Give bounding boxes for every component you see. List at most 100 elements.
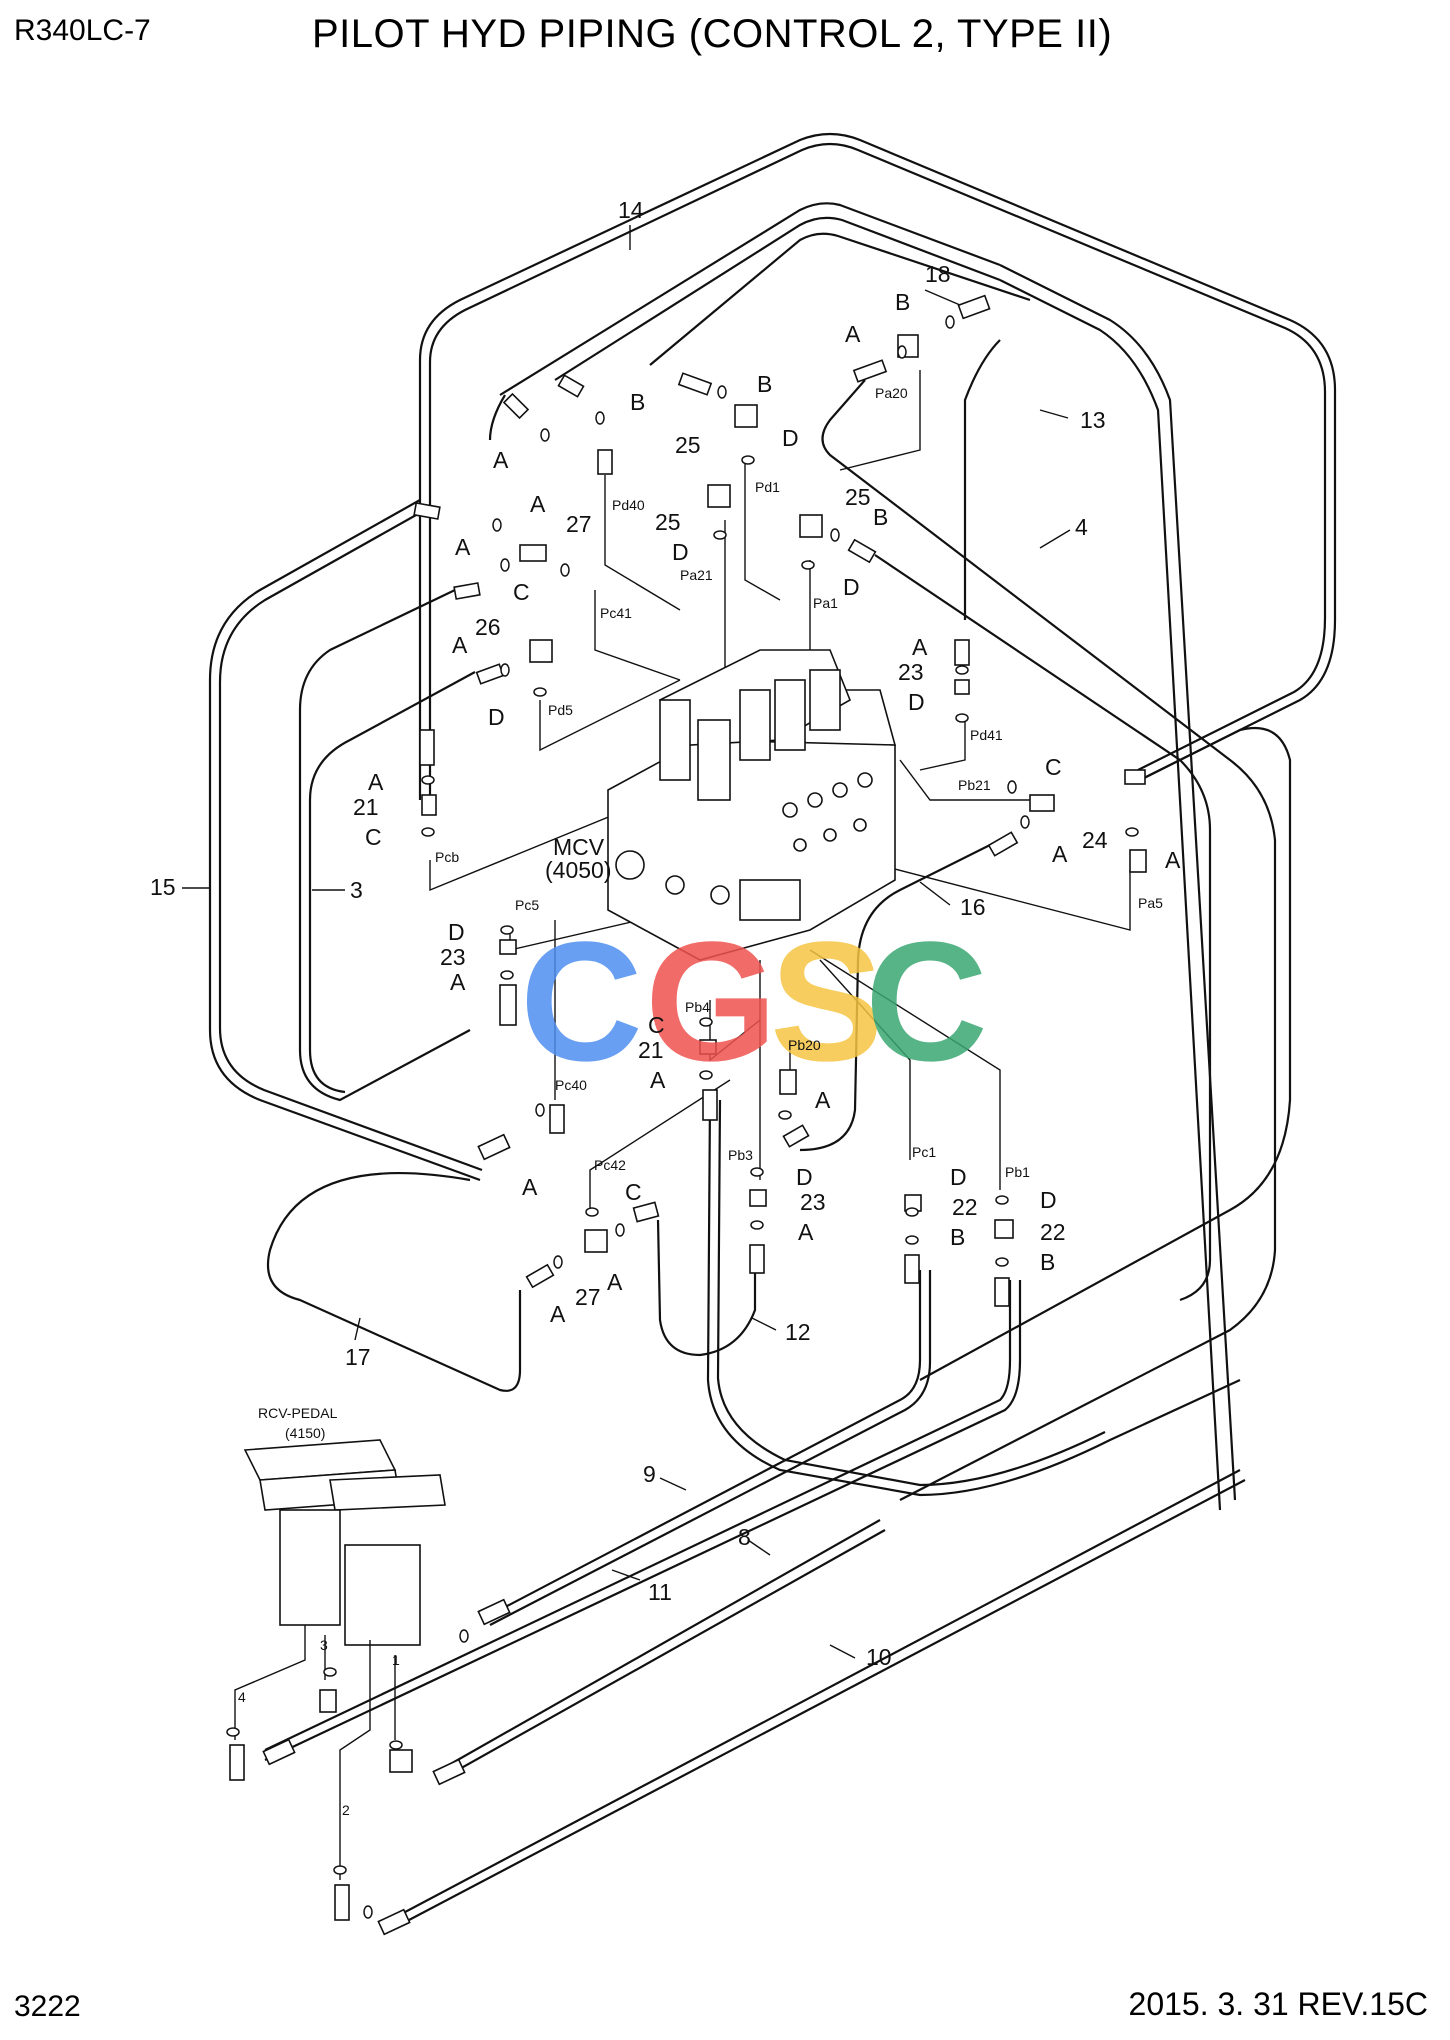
callout: 21 [353,794,379,820]
port-label: Pcb [435,849,459,865]
watermark-letter: G [645,907,777,1097]
watermark-letter: S [770,907,883,1097]
callout: C [513,579,530,605]
callout: D [908,689,925,715]
callout: A [450,969,466,995]
callout: 14 [618,197,644,223]
callout: 3 [350,877,363,903]
port-label: Pd5 [548,702,573,718]
mcv-label-line2: (4050) [545,857,611,883]
mcv-valve-block [607,649,897,961]
callout: B [757,371,772,397]
callout: B [950,1224,965,1250]
callout: B [895,289,910,315]
callout: A [530,491,546,517]
callout: 17 [345,1344,371,1370]
callout-labels: 14 18 B A B B 25 D 13 A A 27 A C 25 D 25… [150,197,1181,1670]
port-label: Pd40 [612,497,645,513]
callout: C [625,1179,642,1205]
port-label: Pa21 [680,567,713,583]
port-label: Pc41 [600,605,632,621]
callout: D [672,539,689,565]
page-title: PILOT HYD PIPING (CONTROL 2, TYPE II) [312,12,1113,56]
callout: A [1052,841,1068,867]
callout: 15 [150,874,176,900]
callout: D [796,1164,813,1190]
port-label: Pb20 [788,1037,821,1053]
callout: 24 [1082,827,1108,853]
callout: 27 [566,511,592,537]
callout: 4 [1075,514,1088,540]
callout: 12 [785,1319,811,1345]
callout: 16 [960,894,986,920]
port-label: Pc42 [594,1157,626,1173]
callout: A [650,1067,666,1093]
fittings [229,294,1147,1936]
callout: A [1165,847,1181,873]
callout: D [782,425,799,451]
callout: C [1045,754,1062,780]
mcv-label-line1: MCV [553,834,605,860]
port-label: Pb3 [728,1147,753,1163]
port-label: Pa5 [1138,895,1163,911]
model-code: R340LC-7 [14,14,151,47]
callout: 26 [475,614,501,640]
callout: C [365,824,382,850]
port-label: 4 [238,1689,246,1705]
callout: A [798,1219,814,1245]
callout: 10 [866,1644,892,1670]
port-label: 3 [320,1637,328,1653]
callout: A [452,632,468,658]
callout: 27 [575,1284,601,1310]
callout: 23 [800,1189,826,1215]
watermark-letter: C [520,907,643,1097]
callout: D [488,704,505,730]
port-labels: Pa20 Pd40 Pd1 Pa21 Pc41 Pa1 Pd5 Pd41 Pb2… [238,385,1163,1818]
callout: C [648,1012,665,1038]
callout: B [1040,1249,1055,1275]
callout: A [522,1174,538,1200]
rcv-label-line2: (4150) [285,1425,325,1441]
callout: A [368,769,384,795]
callout: A [493,447,509,473]
callout: 22 [952,1194,978,1220]
callout: 21 [638,1037,664,1063]
callout: 25 [845,484,871,510]
callout: B [630,389,645,415]
port-label: 2 [342,1802,350,1818]
hose-runs [208,132,1337,1931]
callout: D [950,1164,967,1190]
port-label: Pc5 [515,897,539,913]
port-label: Pa20 [875,385,908,401]
rcv-label-line1: RCV-PEDAL [258,1405,338,1421]
callout: D [843,574,860,600]
callout: 13 [1080,407,1106,433]
page-number: 3222 [14,1990,81,2023]
callout: A [607,1269,623,1295]
callout: A [845,321,861,347]
callout: A [455,534,471,560]
callout: 9 [643,1461,656,1487]
callout: B [873,504,888,530]
callout: 25 [655,509,681,535]
callout: 23 [898,659,924,685]
callout: D [448,919,465,945]
port-label: Pd41 [970,727,1003,743]
port-label: Pc1 [912,1144,936,1160]
port-label: Pb4 [685,999,710,1015]
watermark-letter: C [865,907,988,1097]
callout: 8 [738,1524,751,1550]
callout: 22 [1040,1219,1066,1245]
rcv-pedal [234,1439,446,1880]
watermark-cgsc: C G S C [520,907,988,1097]
callout: 23 [440,944,466,970]
port-label: Pd1 [755,479,780,495]
port-label: Pb1 [1005,1164,1030,1180]
pilot-leaders [429,370,1131,1210]
callout: 11 [648,1579,672,1605]
callout: A [550,1301,566,1327]
callout-leaders [182,225,1071,1659]
callout: 25 [675,432,701,458]
o-rings [226,315,1139,1919]
